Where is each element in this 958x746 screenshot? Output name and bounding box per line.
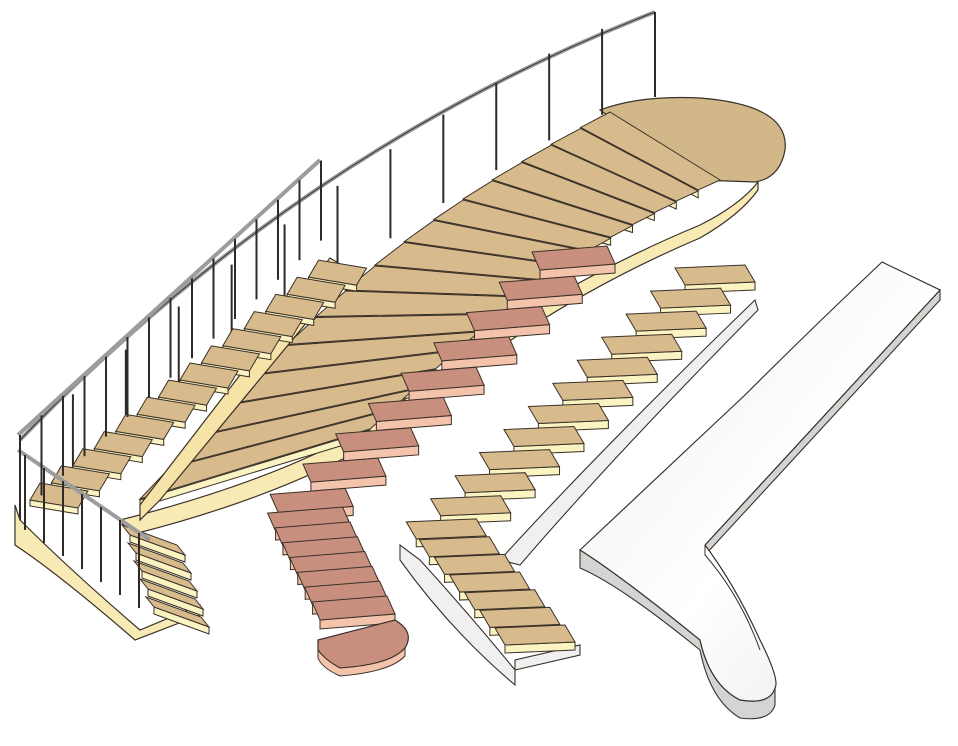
winder-tread xyxy=(433,336,518,362)
stair-on-curved-monolithic-stringer xyxy=(399,264,759,687)
l-stair-railing xyxy=(16,158,322,608)
mono-tread xyxy=(448,571,531,593)
l-stair-tread xyxy=(136,396,196,423)
mono-tread xyxy=(478,449,561,471)
curved-stair-tread xyxy=(461,180,634,238)
winder-stair-steps xyxy=(266,245,616,630)
winder-tread xyxy=(400,366,485,392)
l-stair-lower-tread xyxy=(144,595,211,629)
curved-stair-with-landing xyxy=(18,10,786,536)
l-stair-tread xyxy=(200,345,261,372)
winder-tread xyxy=(498,275,584,301)
l-stair-tread xyxy=(286,276,346,303)
mono-tread xyxy=(576,356,659,378)
l-stair-tread xyxy=(72,448,132,475)
curved-stair-tread xyxy=(550,127,700,202)
winder-tread xyxy=(302,457,387,483)
l-stair-lower-tread xyxy=(126,541,193,575)
curved-stair-landing xyxy=(598,96,786,183)
winder-tread xyxy=(531,245,616,271)
mono-tread xyxy=(479,606,561,628)
mono-tread xyxy=(625,310,707,332)
winder-landing-edge xyxy=(317,646,406,677)
mono-tread xyxy=(429,495,512,517)
l-stair-tread xyxy=(222,328,282,355)
winder-stair-with-round-landing xyxy=(266,245,616,677)
l-lower-handrail xyxy=(16,448,152,542)
mono-tread xyxy=(463,589,546,611)
mono-tread xyxy=(405,518,488,540)
l-stair-tread xyxy=(114,413,175,440)
boomerang-concrete-slab xyxy=(579,261,941,720)
winder-tread xyxy=(334,427,420,453)
l-stair-tread xyxy=(157,379,218,406)
winder-tread xyxy=(311,595,396,621)
winder-tread xyxy=(269,487,354,513)
winder-tread xyxy=(465,306,551,332)
slab-fillet-edge xyxy=(704,545,761,651)
monolithic-stair-steps xyxy=(405,264,756,654)
l-stair-tread xyxy=(307,259,368,286)
l-handrail xyxy=(16,158,322,437)
mono-tread xyxy=(418,536,501,558)
monolithic-stringer xyxy=(399,298,759,687)
winder-tread xyxy=(367,396,453,423)
l-stair-tread xyxy=(179,362,239,389)
l-stair-tread xyxy=(243,311,304,338)
mono-tread xyxy=(433,553,516,575)
l-stair-steps xyxy=(29,259,368,635)
l-stair-tread xyxy=(93,431,154,458)
mono-tread xyxy=(674,264,756,286)
mono-tread xyxy=(527,402,610,424)
curved-stair-steps xyxy=(138,111,722,508)
l-shaped-stair-with-railing xyxy=(14,158,368,641)
l-stair-tread xyxy=(264,293,325,320)
mono-tread xyxy=(503,426,585,448)
mono-tread xyxy=(600,333,683,355)
curved-stair-tread xyxy=(138,409,393,501)
curved-stair-tread xyxy=(579,111,722,191)
slab-top xyxy=(579,261,941,702)
mono-tread xyxy=(494,624,576,646)
mono-tread xyxy=(551,379,634,401)
curved-stair-tread xyxy=(491,161,656,226)
l-stair-lower-tread xyxy=(138,577,205,611)
curved-stair-tread xyxy=(520,144,678,214)
mono-tread xyxy=(649,287,732,309)
mono-tread xyxy=(454,472,536,494)
